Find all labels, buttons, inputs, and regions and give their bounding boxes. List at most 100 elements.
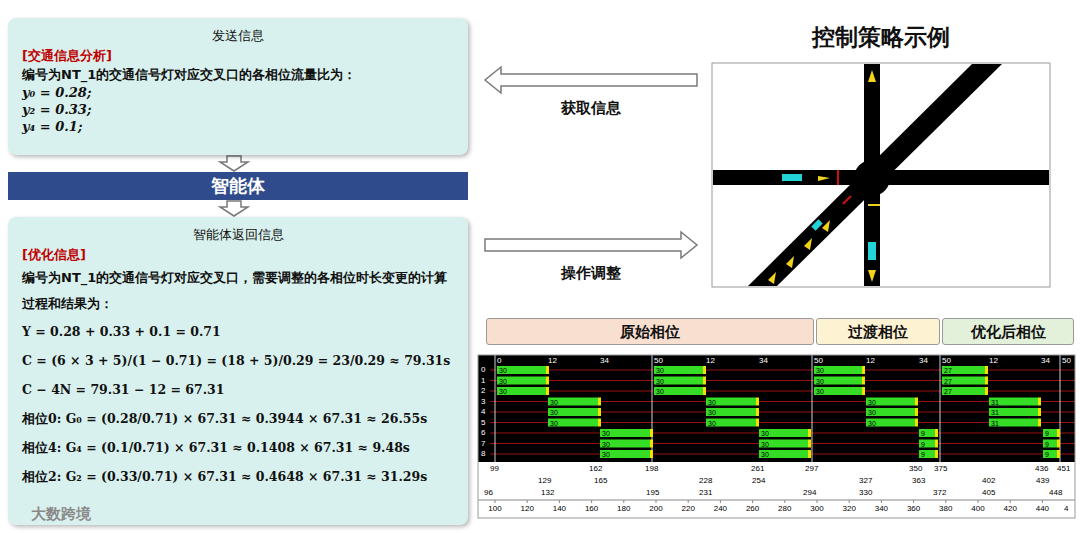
axis-tick [881,500,882,503]
timing-number: 5 [481,419,485,427]
phase-duration: 30 [708,399,716,406]
timing-number: 12 [706,357,715,365]
formula-text: Y = 0.28 + 0.33 + 0.1 = 0.71 [22,317,454,346]
phase-duration: 30 [868,399,876,406]
timing-number: 261 [751,465,764,473]
timing-number: 34 [919,357,928,365]
green-bar [497,377,546,385]
yellow-bar [756,408,759,416]
yellow-bar [862,377,865,385]
axis-label: 320 [841,505,857,513]
yellow-bar [1057,450,1060,458]
axis-label: 280 [777,505,793,513]
axis-tick [849,500,850,503]
axis-line [478,500,1075,501]
timing-number: 0 [497,357,501,365]
image-frame [712,63,1050,287]
axis-label: 160 [584,505,600,513]
car [868,70,876,82]
timing-number: 1 [481,377,485,385]
yellow-bar [985,387,988,395]
green-bar [942,387,985,395]
phase-label: 过渡相位 [848,323,908,341]
car [868,242,876,260]
yellow-bar [546,366,549,374]
yellow-bar [935,450,938,458]
axis-tick [591,500,592,503]
timing-number: 198 [645,465,658,473]
timing-number: 330 [859,489,872,497]
green-bar [919,440,935,448]
timing-number: 439 [1036,477,1049,485]
green-bar [759,450,808,458]
connector-label: 操作调整 [559,264,623,283]
yellow-bar [862,366,865,374]
green-bar [497,387,546,395]
illustration-box: 控制策略示例 [712,22,1050,287]
yellow-bar [546,377,549,385]
yellow-bar [650,429,653,437]
axis-label: 440 [1034,505,1050,513]
timing-number: 12 [989,357,998,365]
car [818,176,830,181]
axis-tick [656,500,657,503]
axis-label: 260 [745,505,761,513]
green-bar [989,398,1038,406]
axis-label: 400 [970,505,986,513]
cycle-line [940,355,941,462]
timing-number: 34 [759,357,768,365]
formula-text: C − 4N = 79.31 − 12 = 67.31 [22,375,454,404]
phase-header: 过渡相位 [816,318,940,345]
green-bar [548,398,598,406]
timing-number: 34 [600,357,609,365]
green-bar [919,429,935,437]
phase-duration: 30 [602,441,610,448]
green-bar [654,377,703,385]
timing-number: 96 [484,489,493,497]
phase-duration: 30 [816,378,824,385]
green-bar [706,408,756,416]
timing-number: 132 [541,489,554,497]
phase-duration: 30 [499,388,507,395]
phase-duration: 30 [816,388,824,395]
agent-band: 智能体 [8,172,468,200]
timing-number: 231 [699,489,712,497]
body-text: 编号为NT_1的交通信号灯对应交叉口的各相位流量比为： [22,66,454,84]
phase-duration: 27 [944,388,952,395]
axis-label: 360 [906,505,922,513]
timing-number: 165 [594,477,607,485]
timing-number: 375 [934,465,947,473]
body-text: 编号为NT_1的交通信号灯对应交叉口，需要调整的各相位时长变更的计算过程和结果为… [22,265,454,317]
yellow-bar [703,366,706,374]
watermark: 大数跨境 [31,506,91,521]
phase-duration: 31 [991,420,999,427]
green-bar [497,366,546,374]
green-bar [600,450,650,458]
timing-number: 327 [859,477,872,485]
timing-number: 12 [548,357,557,365]
timing-number: 12 [866,357,875,365]
phase-duration: 30 [656,378,664,385]
timing-number: 254 [752,477,765,485]
hollow-arrow [485,67,697,93]
timing-number: 372 [933,489,946,497]
cycle-line [495,355,496,462]
phase-duration: 30 [499,367,507,374]
timing-number: 6 [481,429,485,437]
green-bar [942,377,985,385]
yellow-bar [1038,408,1041,416]
timing-number: 297 [805,465,818,473]
stop-line [868,204,880,206]
junction [854,160,890,196]
green-bar [919,450,935,458]
axis-label: 180 [616,505,632,513]
phase-duration: 31 [991,399,999,406]
chart-ground [478,355,1075,462]
phase-duration: 30 [708,409,716,416]
formula-text: 相位2: G₂ = (0.33/0.71) × 67.31 ≈ 0.4648 ×… [22,462,454,491]
formula-text: y₄ = 0.1; [22,118,454,135]
yellow-bar [915,419,918,427]
green-bar [759,429,808,437]
axis-label: 120 [519,505,535,513]
